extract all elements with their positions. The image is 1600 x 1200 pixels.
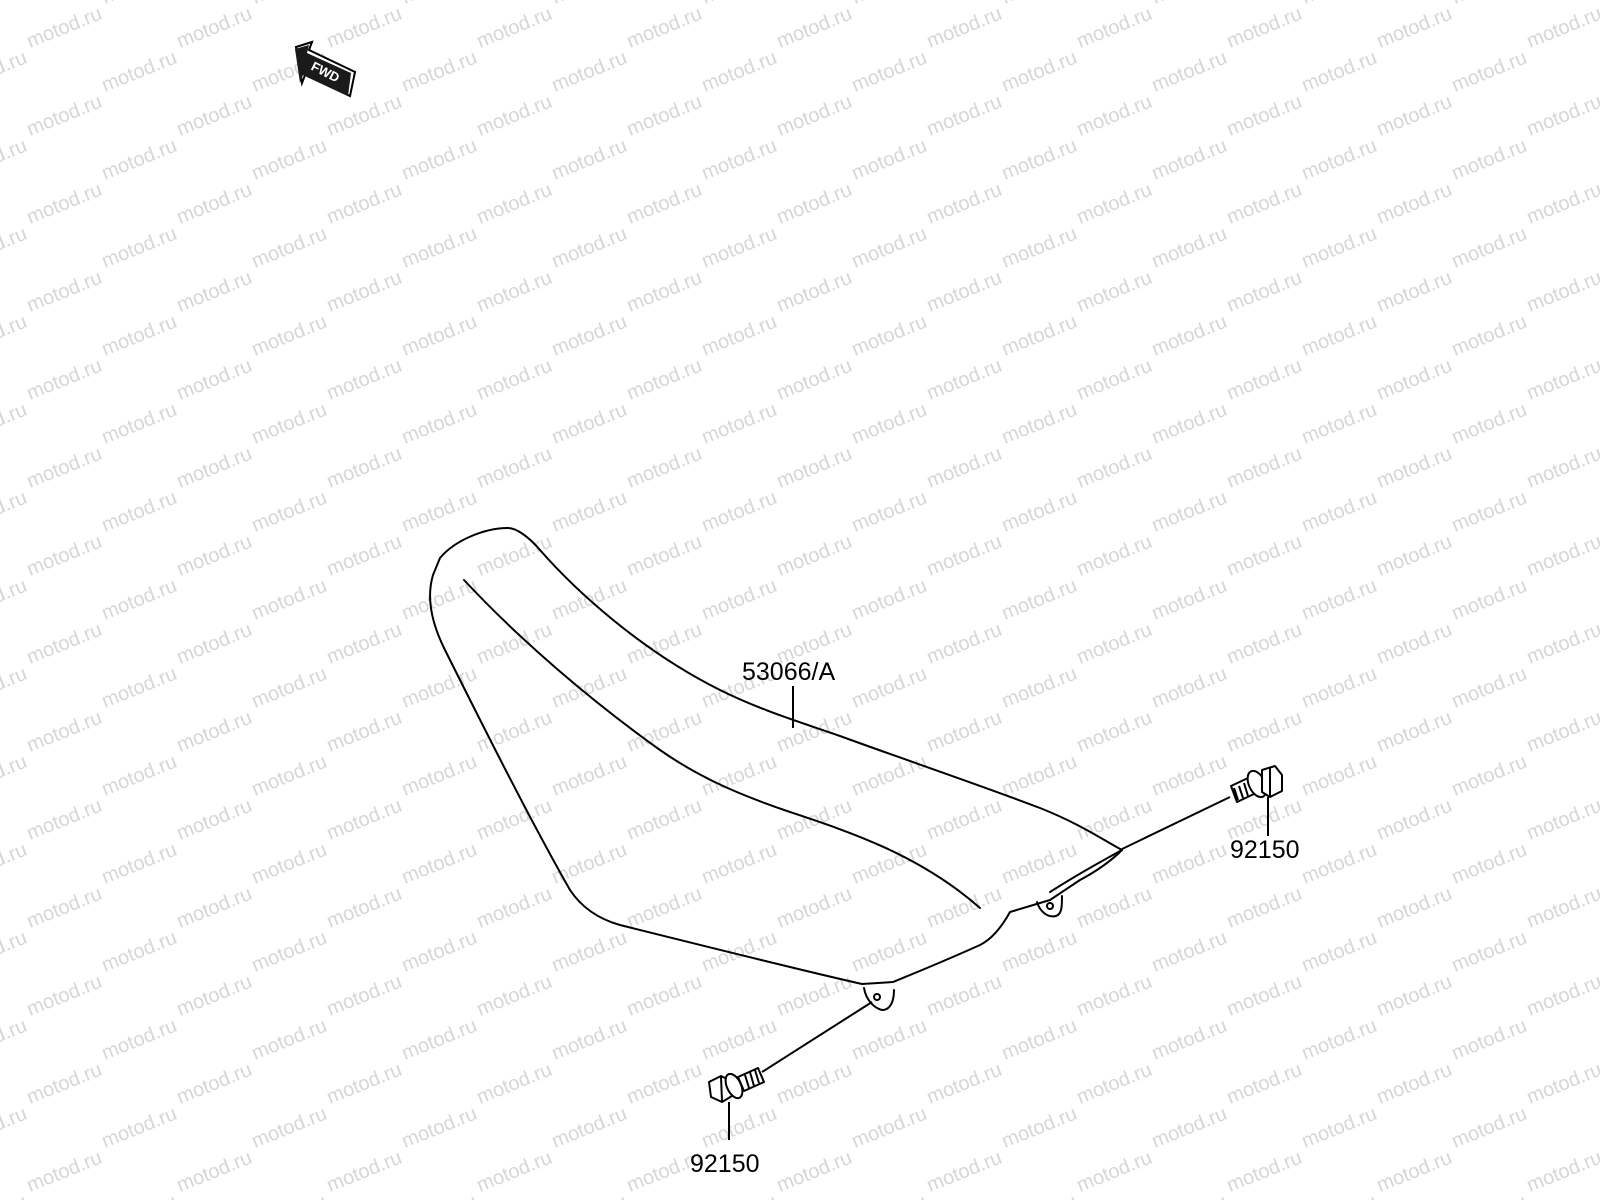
- part-label-seat: 53066/A: [742, 658, 835, 686]
- seat-icon: [429, 527, 1123, 1011]
- part-label-bolt-left: 92150: [690, 1150, 760, 1178]
- fastening-line-right: [1119, 796, 1231, 851]
- flange-bolt-icon: [708, 1067, 765, 1103]
- forward-arrow-icon: FWD: [294, 40, 357, 98]
- flange-bolt-icon: [1230, 765, 1283, 803]
- fastening-line-left: [761, 1001, 873, 1073]
- watermark-text: motod.ru: [0, 1191, 30, 1200]
- part-label-bolt-right: 92150: [1230, 836, 1300, 864]
